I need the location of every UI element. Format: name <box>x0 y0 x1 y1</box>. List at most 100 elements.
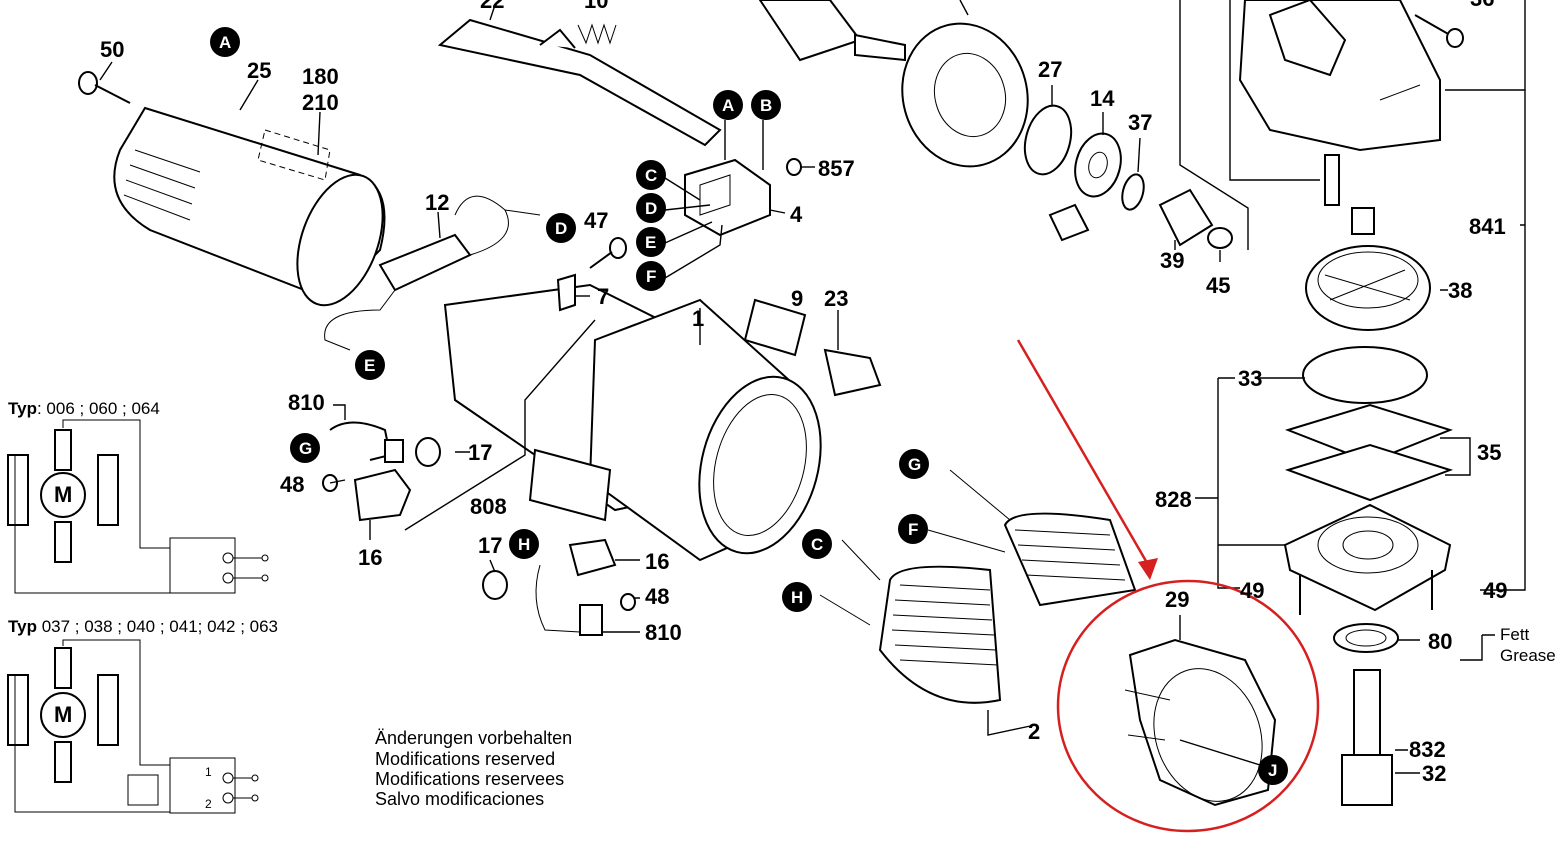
svg-text:E: E <box>364 356 375 375</box>
part-label-38: 38 <box>1448 278 1472 303</box>
part-label-17-a: 17 <box>468 440 492 465</box>
svg-text:A: A <box>722 96 734 115</box>
switch-position-2: 2 <box>205 797 212 811</box>
part-label-39: 39 <box>1160 248 1184 273</box>
grease-label-de: Fett <box>1500 625 1530 644</box>
callout-badge-g-brush: G <box>290 433 320 463</box>
part-38-bevel-gear <box>1305 245 1431 331</box>
part-label-35: 35 <box>1477 440 1501 465</box>
notice-line-es: Salvo modificaciones <box>375 789 544 809</box>
motor-label-2: M <box>54 702 72 727</box>
part-label-828: 828 <box>1155 487 1192 512</box>
part-guard-plate <box>901 0 1029 168</box>
grease-symbol <box>1460 634 1495 661</box>
callout-badge-b: B <box>751 90 781 120</box>
part-39-pinion <box>1158 188 1214 250</box>
callout-badge-e-cable: E <box>355 350 385 380</box>
part-857-screw <box>786 158 815 176</box>
part-label-48-a: 48 <box>280 472 304 497</box>
typ-1-label: Typ <box>8 399 37 418</box>
part-12-suppressor <box>324 195 541 351</box>
part-label-36: 36 <box>1470 0 1494 11</box>
part-label-810-a: 810 <box>288 390 325 415</box>
part-label-47: 47 <box>584 208 608 233</box>
part-25-motor-housing <box>113 106 386 307</box>
callout-badge-f: F <box>636 261 666 291</box>
part-label-180: 180 <box>302 64 339 89</box>
svg-text:D: D <box>645 199 657 218</box>
svg-text:F: F <box>646 267 656 286</box>
spindle-841 <box>1324 154 1375 235</box>
part-label-12: 12 <box>425 190 449 215</box>
part-1-motor-housing <box>443 283 822 562</box>
callout-badge-h-brush: H <box>509 529 539 559</box>
part-label-49-a: 49 <box>1240 578 1264 603</box>
wiring-diagram-2: Typ 037 ; 038 ; 040 ; 041; 042 ; 063 M 1… <box>7 617 278 814</box>
part-label-27: 27 <box>1038 57 1062 82</box>
part-label-16-a: 16 <box>358 545 382 570</box>
callout-badge-a: A <box>713 90 743 120</box>
part-33-oring <box>1302 346 1428 404</box>
armature-fragment <box>758 0 906 62</box>
svg-text:H: H <box>791 588 803 607</box>
part-label-23: 23 <box>824 286 848 311</box>
part-36-screw <box>1414 14 1464 48</box>
bracket-828 <box>1195 90 1526 641</box>
typ-2-label: Typ <box>8 617 37 636</box>
part-label-841: 841 <box>1469 214 1506 239</box>
part-label-14: 14 <box>1090 86 1115 111</box>
callout-badge-f-coil: F <box>898 514 928 544</box>
callout-badge-c: C <box>636 160 666 190</box>
wiring-diagram-1: Typ: 006 ; 060 ; 064 M <box>7 399 269 594</box>
svg-text:J: J <box>1268 761 1277 780</box>
part-label-210: 210 <box>302 90 339 115</box>
part-label-17-b: 17 <box>478 533 502 558</box>
part-label-2: 2 <box>1028 719 1040 744</box>
part-label-9: 9 <box>791 286 803 311</box>
part-label-80: 80 <box>1428 629 1452 654</box>
part-label-10: 10 <box>584 0 608 13</box>
part-7-clip <box>556 273 590 312</box>
part-50-screw <box>78 71 131 104</box>
part-4-switch <box>664 120 786 279</box>
svg-text:A: A <box>219 33 231 52</box>
callout-badge-j: J <box>1258 755 1288 785</box>
part-label-50: 50 <box>100 37 124 62</box>
callout-badge-e: E <box>636 227 666 257</box>
part-36-gear-housing <box>1179 0 1526 250</box>
part-27-ring <box>1023 85 1073 176</box>
part-14-bearing <box>1048 112 1122 242</box>
svg-text:H: H <box>518 535 530 554</box>
part-49-screws <box>1299 570 1433 615</box>
svg-text:G: G <box>908 455 921 474</box>
svg-text:C: C <box>645 166 657 185</box>
part-label-29: 29 <box>1165 587 1189 612</box>
brush-assembly-upper <box>322 319 596 540</box>
part-label-45: 45 <box>1206 273 1230 298</box>
part-label-33: 33 <box>1238 366 1262 391</box>
part-label-22: 22 <box>480 0 504 13</box>
part-label-808: 808 <box>470 494 507 519</box>
part-29-air-guide <box>1124 615 1277 807</box>
part-label-37: 37 <box>1128 110 1152 135</box>
callout-badges: A A B C D E F D E G H G F C H J <box>210 27 1288 785</box>
svg-text:G: G <box>299 439 312 458</box>
part-45-nut <box>1207 227 1233 262</box>
svg-text:C: C <box>811 535 823 554</box>
callout-lines-left <box>99 61 321 156</box>
highlight-circle <box>1056 579 1320 833</box>
callout-badge-d-cable: D <box>546 213 576 243</box>
notice-line-en: Modifications reserved <box>375 749 555 769</box>
svg-text:E: E <box>645 233 656 252</box>
part-32-spindle <box>1341 669 1420 806</box>
part-22-lever <box>437 4 722 147</box>
part-label-16-b: 16 <box>645 549 669 574</box>
grease-label-en: Grease <box>1500 646 1556 665</box>
callout-badge-c-coil: C <box>802 529 832 559</box>
part-label-48-b: 48 <box>645 584 669 609</box>
modifications-notice: Änderungen vorbehalten Modifications res… <box>375 728 572 809</box>
part-828-flange <box>1283 503 1452 612</box>
notice-line-fr: Modifications reservees <box>375 769 564 789</box>
part-label-49-b: 49 <box>1483 578 1507 603</box>
callout-badge-a-top: A <box>210 27 240 57</box>
